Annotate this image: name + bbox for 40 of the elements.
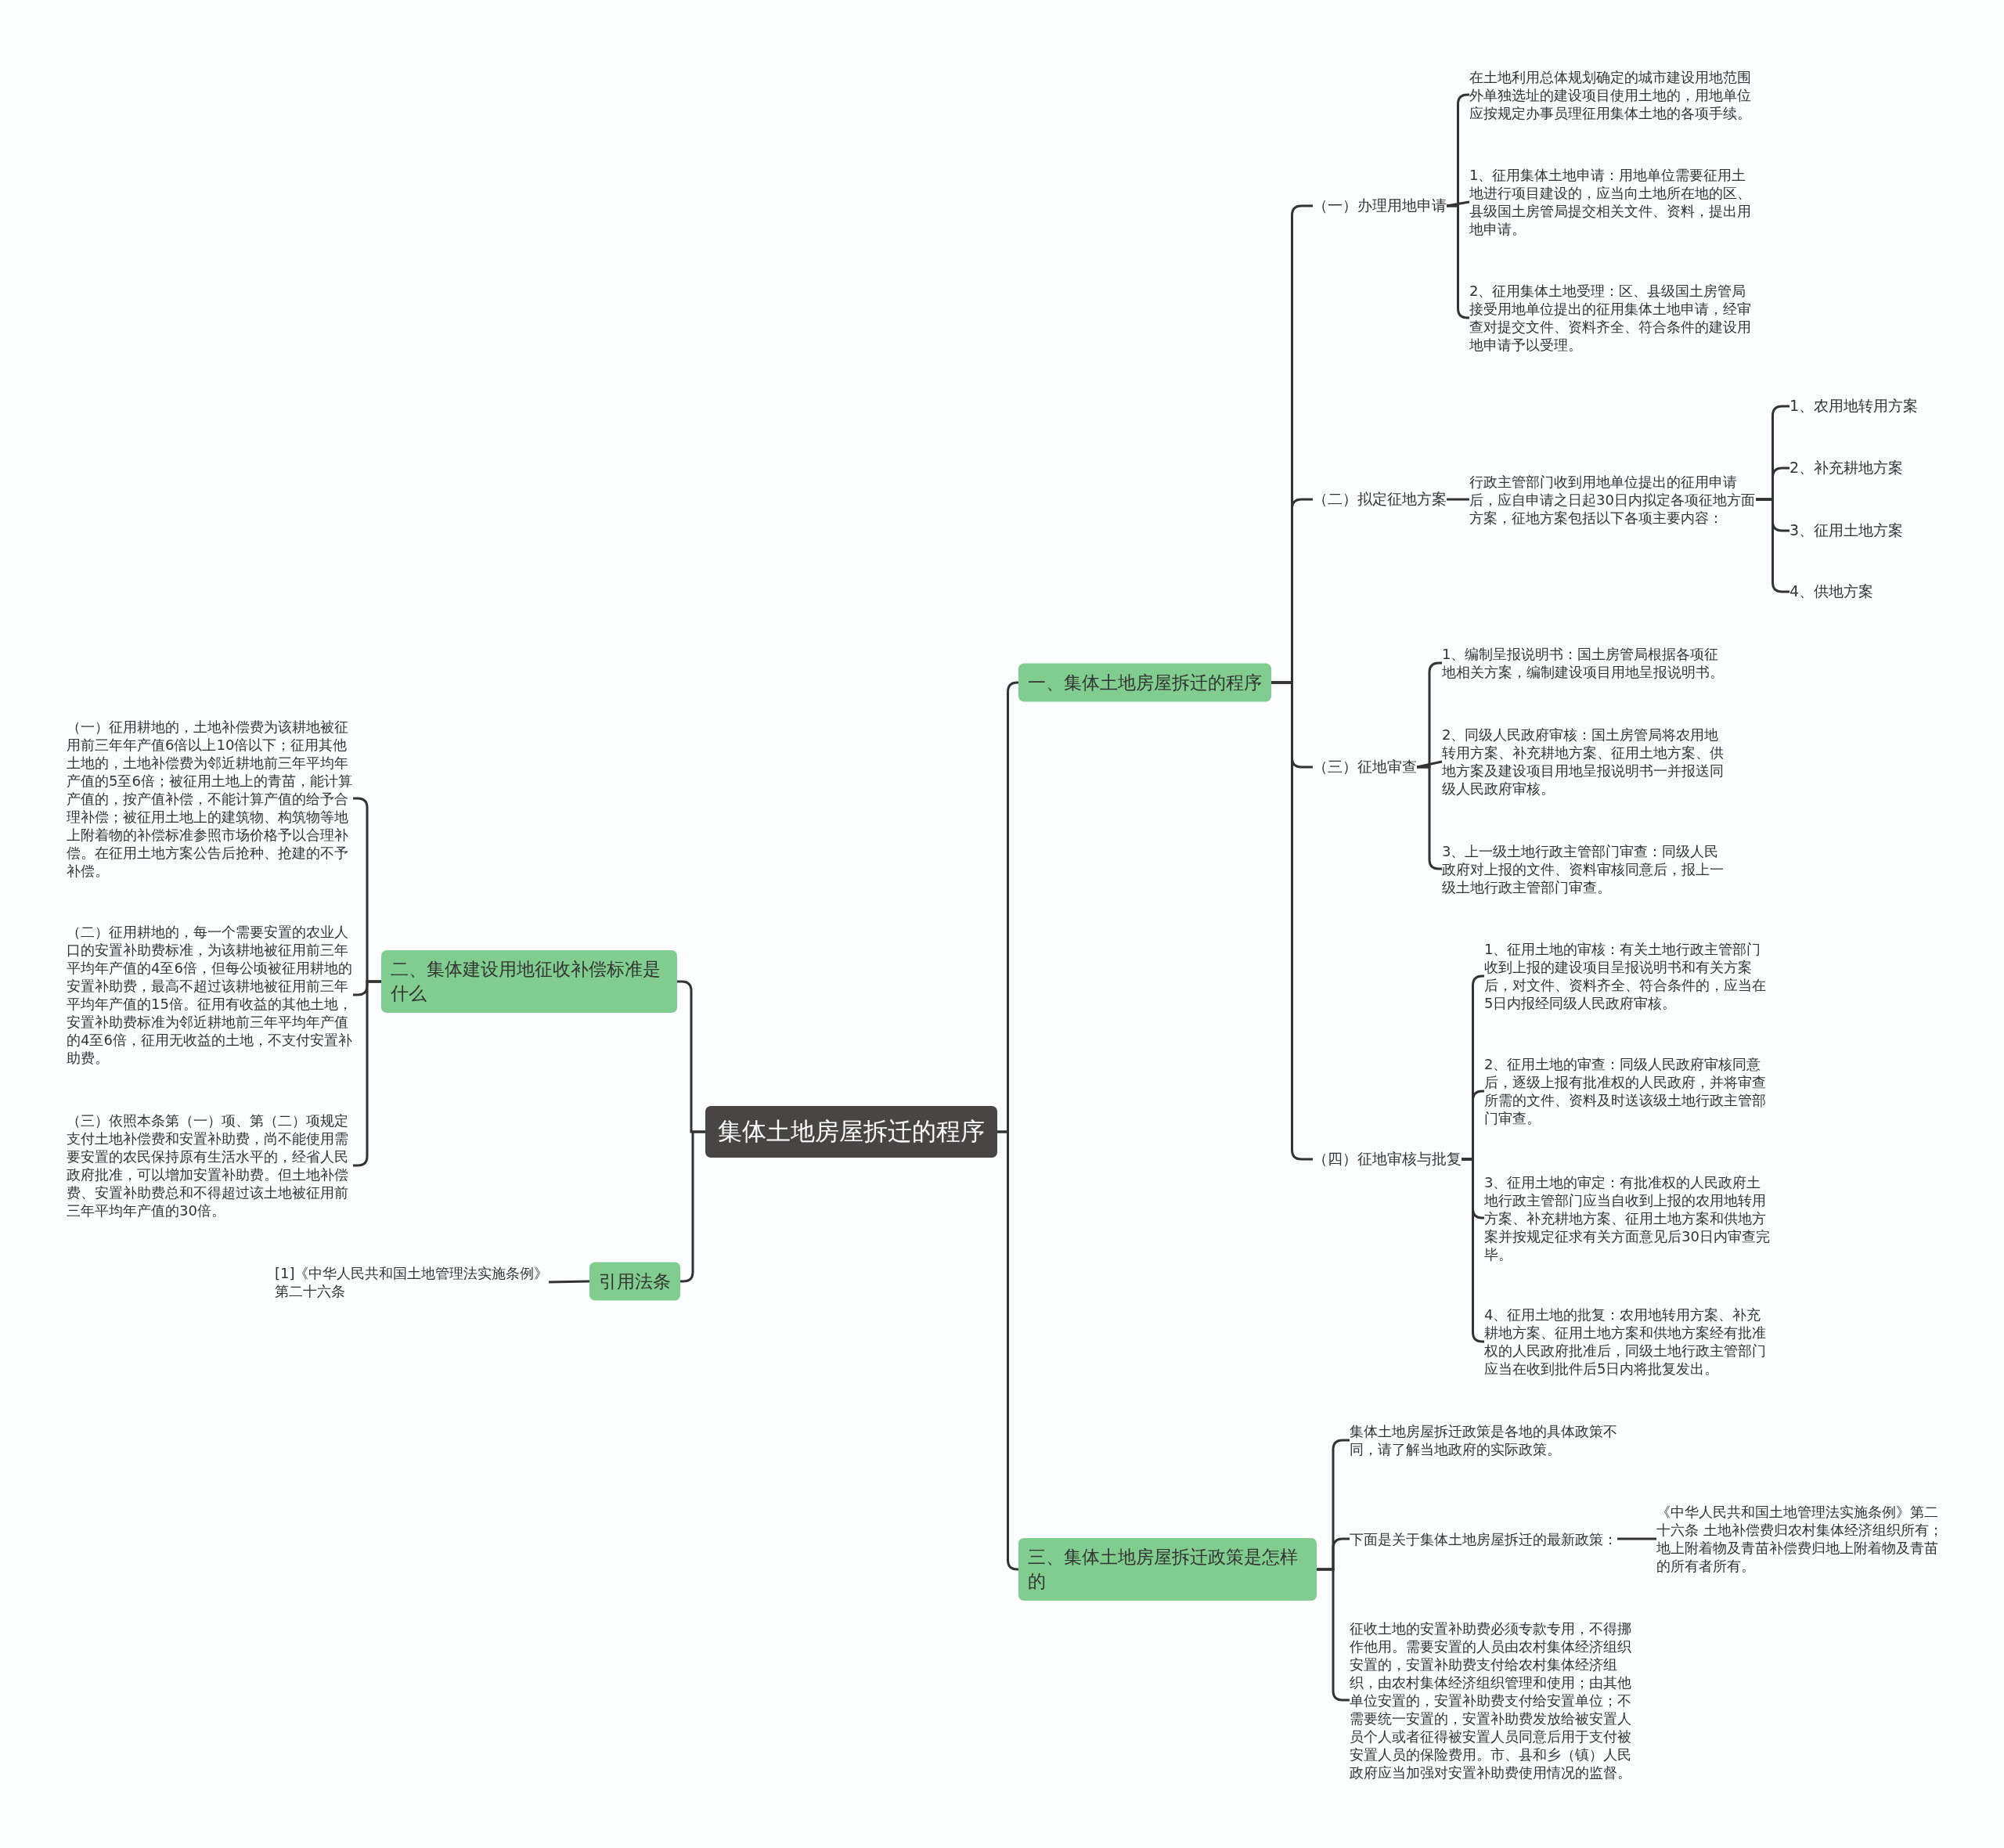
topic-box: 一、集体土地房屋拆迁的程序 <box>1018 663 1271 702</box>
topic-box: 三、集体土地房屋拆迁政策是怎样的 <box>1018 1538 1317 1601</box>
connector-line <box>1462 1158 1484 1343</box>
detail-text: 征收土地的安置补助费必须专款专用，不得挪作他用。需要安置的人员由农村集体经济组织安置的，安置补助费支付给农村集体经济组织，由农村集体经济组织管理和使用；由其他单位安置的，安置补助费支付给安置单位；不需要统一安置的，安置补助费发放给被安置人员个人或者征得被安置人员同意后用于支付被安置人员的保险费用。市、县和乡（镇）人民政府应当加强对安置补助费使用情况的监督。 <box>1350 1619 1636 1781</box>
subtopic-text: 2、补充耕地方案 <box>1790 458 1904 478</box>
detail-text: 1、征用土地的审核：有关土地行政主管部门收到上报的建设项目呈报说明书和有关方案后，对文件、资料齐全、符合条件的，应当在5日内报经同级人民政府审核。 <box>1484 940 1771 1012</box>
detail-text: 行政主管部门收到用地单位提出的征用申请后，应自申请之日起30日内拟定各项征地方面方案，征地方案包括以下各项主要内容： <box>1469 472 1756 527</box>
topic-box: 引用法条 <box>589 1262 680 1301</box>
subtopic-text: 4、供地方案 <box>1790 582 1874 602</box>
connector-line <box>1617 1537 1656 1540</box>
detail-text: 1、编制呈报说明书：国土房管局根据各项征地相关方案，编制建设项目用地呈报说明书。 <box>1442 645 1728 681</box>
detail-text: （三）依照本条第（一）项、第（二）项规定支付土地补偿费和安置补助费，尚不能使用需要安置的农民保持原有生活水平的，经省人民政府批准，可以增加安置补助费。但土地补偿费、安置补助费总和不得超过该土地被征用前三年平均年产值的30倍。 <box>67 1111 353 1219</box>
detail-text: 2、征用集体土地受理：区、县级国土房管局接受用地单位提出的征用集体土地申请，经审查对提交文件、资料齐全、符合条件的建设用地申请予以受理。 <box>1469 282 1756 354</box>
subtopic-text: 1、农用地转用方案 <box>1790 396 1919 416</box>
detail-text: 在土地利用总体规划确定的城市建设用地范围外单独选址的建设项目使用土地的，用地单位应按规定办事员理征用集体土地的各项手续。 <box>1469 67 1756 122</box>
subtopic-text: （一）办理用地申请 <box>1313 196 1447 216</box>
detail-text: 下面是关于集体土地房屋拆迁的最新政策： <box>1350 1529 1617 1548</box>
connector-line <box>1446 200 1470 207</box>
detail-text: 3、征用土地的审定：有批准权的人民政府土地行政主管部门应当自收到上报的农用地转用方案、补充耕地方案、征用土地方案和供地方案并按规定征求有关方面意见后30日内审查完毕。 <box>1484 1173 1771 1263</box>
subtopic-text: （四）征地审核与批复 <box>1313 1149 1462 1169</box>
central-topic-box: 集体土地房屋拆迁的程序 <box>705 1106 997 1158</box>
detail-text: （一）征用耕地的，土地补偿费为该耕地被征用前三年年产值6倍以上10倍以下；征用其他土地的，土地补偿费为邻近耕地前三年平均年产值的5至6倍；被征用土地上的青苗，能计算产值的，按产值补偿，不能计算产值的给予合理补偿；被征用土地上的建筑物、构筑物等地上附着物的补偿标准参照市场价格予以合理补偿。在征用土地方案公告后抢种、抢建的不予补偿。 <box>67 717 353 880</box>
connector-line <box>548 1280 590 1284</box>
topic-box: 二、集体建设用地征收补偿标准是什么 <box>381 950 677 1013</box>
connector-line <box>997 1130 1019 1571</box>
subtopic-text: 3、征用土地方案 <box>1790 521 1904 541</box>
detail-text: 2、征用土地的审查：同级人民政府审核同意后，逐级上报有批准权的人民政府，并将审查所需的文件、资料及时送该级土地行政主管部门审查。 <box>1484 1055 1771 1127</box>
detail-text: （二）征用耕地的，每一个需要安置的农业人口的安置补助费标准，为该耕地被征用前三年平均年产值的4至6倍，但每公顷被征用耕地的安置补助费，最高不超过该耕地被征用前三年平均年产值的15倍。征用有收益的其他土地，安置补助费标准为邻近耕地前三年平均年产值的4至6倍，征用无收益的土地，不支付安置补助费。 <box>67 923 353 1067</box>
detail-text: [1]《中华人民共和国土地管理法实施条例》第二十六条 <box>275 1264 549 1300</box>
detail-text: 3、上一级土地行政主管部门审查：同级人民政府对上报的文件、资料审核同意后，报上一级土地行政主管部门审查。 <box>1442 841 1728 896</box>
detail-text: 集体土地房屋拆迁政策是各地的具体政策不同，请了解当地政府的实际政策。 <box>1350 1422 1636 1458</box>
connector-line <box>1416 760 1443 769</box>
connector-line <box>1447 498 1469 501</box>
subtopic-text: （三）征地审查 <box>1313 757 1417 777</box>
detail-text: 《中华人民共和国土地管理法实施条例》第二十六条 土地补偿费归农村集体经济组织所有；地上附着物及青苗补偿费归地上附着物及青苗的所有者所有。 <box>1656 1503 1943 1575</box>
detail-text: 1、征用集体土地申请：用地单位需要征用土地进行项目建设的，应当向土地所在地的区、县级国土房管局提交相关文件、资料，提出用地申请。 <box>1469 166 1756 238</box>
detail-text: 4、征用土地的批复：农用地转用方案、补充耕地方案、征用土地方案和供地方案经有批准权的人民政府批准后，同级土地行政主管部门应当在收到批件后5日内将批复发出。 <box>1484 1306 1771 1378</box>
connector-line <box>1447 204 1469 319</box>
subtopic-text: （二）拟定征地方案 <box>1313 489 1447 510</box>
detail-text: 2、同级人民政府审核：国土房管局将农用地转用方案、补充耕地方案、征用土地方案、供地方案及建设项目用地呈报说明书一并报送同级人民政府审核。 <box>1442 726 1728 798</box>
